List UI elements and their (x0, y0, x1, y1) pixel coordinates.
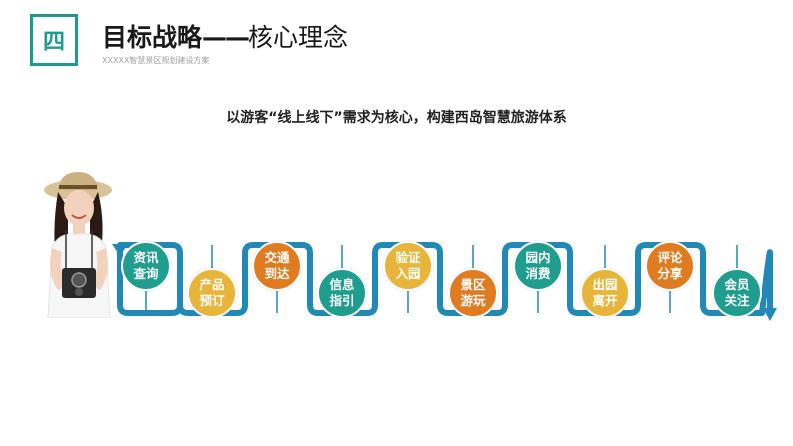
page-subtitle: XXXXX智慧景区规划建设方案 (102, 56, 210, 65)
page-title-main: 目标战略 (102, 23, 203, 52)
flow-step-node: 会员关注 (712, 268, 762, 318)
page-title-dash: —— (202, 23, 250, 52)
arrow-start-icon (112, 244, 128, 256)
flow-step-node: 资讯查询 (121, 241, 171, 291)
flow-step-label: 交通到达 (264, 250, 290, 281)
flow-step-label: 园内消费 (525, 250, 551, 281)
page-title-rest: 核心理念 (248, 23, 349, 52)
headline: 以游客“线上线下”需求为核心，构建西岛智慧旅游体系 (226, 110, 567, 126)
smile (71, 214, 87, 219)
flow-step-label: 景区游玩 (460, 277, 486, 308)
section-number-box: 四 (30, 14, 78, 66)
tourist-illustration (44, 172, 112, 318)
flow-step-node: 产品预订 (187, 268, 237, 318)
flow-step-label: 验证入园 (395, 250, 421, 281)
flow-step-node: 评论分享 (645, 241, 695, 291)
arrow-end-icon (763, 308, 777, 321)
neck (73, 223, 85, 235)
flow-step-node: 交通到达 (252, 241, 302, 291)
section-number: 四 (42, 30, 65, 55)
flow-step-label: 会员关注 (724, 277, 750, 308)
face (64, 190, 94, 226)
flow-step-label: 资讯查询 (133, 250, 159, 281)
flow-step-node: 验证入园 (383, 241, 433, 291)
camera-lens-bottom (75, 288, 83, 296)
flow-step-node: 出园离开 (580, 268, 630, 318)
flow-step-label: 产品预订 (199, 277, 225, 308)
flow-step-node: 信息指引 (317, 268, 367, 318)
pipe-stubs (145, 245, 738, 313)
pipe-line (117, 242, 773, 316)
flow-step-label: 信息指引 (329, 277, 355, 308)
page-title: 目标战略——核心理念 (102, 18, 348, 54)
flow-step-node: 景区游玩 (448, 268, 498, 318)
flow-step-node: 园内消费 (513, 241, 563, 291)
camera-lens-top (71, 272, 87, 288)
hat-band (59, 185, 97, 189)
flow-step-label: 评论分享 (657, 250, 683, 281)
flow-step-label: 出园离开 (592, 277, 618, 308)
